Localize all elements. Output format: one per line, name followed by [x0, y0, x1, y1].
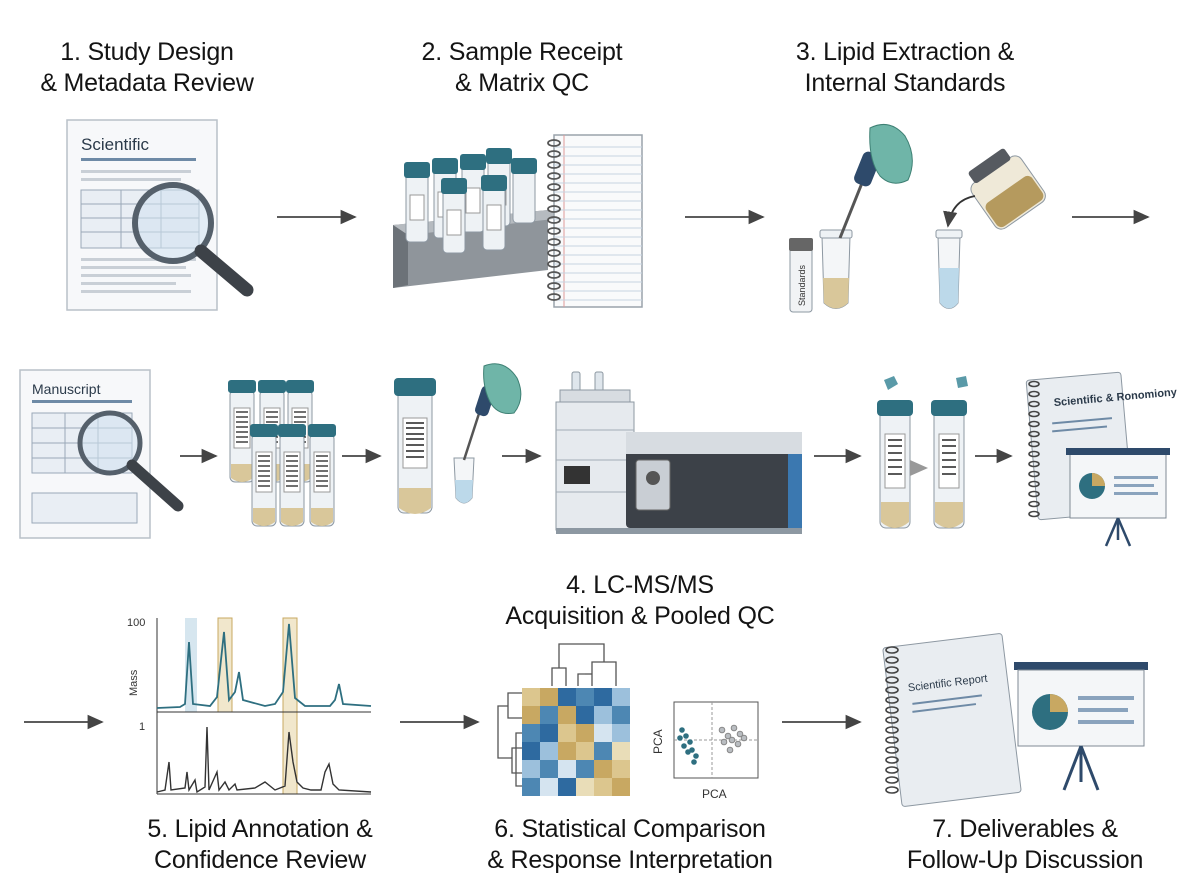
pca-y-label: PCA	[651, 729, 665, 754]
step-1-title: 1. Study Design & Metadata Review	[40, 38, 254, 97]
manuscript-title: Manuscript	[32, 381, 101, 397]
lipid-extraction-icon: Standards	[789, 123, 1046, 313]
doc-title: Scientific	[81, 135, 150, 154]
two-tubes-icon	[877, 376, 968, 529]
tube-rack-icon	[393, 148, 563, 288]
pca-x-label: PCA	[702, 787, 727, 801]
arrow-r2-2	[342, 448, 382, 464]
arrow-r2-4	[814, 448, 862, 464]
document-magnifier-icon: Scientific	[66, 119, 254, 311]
manuscript-magnifier-icon: Manuscript	[19, 369, 184, 539]
notebook-icon	[547, 134, 643, 308]
step-5-title: 5. Lipid Annotation & Confidence Review	[147, 815, 373, 874]
arrow-3-4	[1072, 209, 1150, 225]
arrow-r3-1	[400, 714, 480, 730]
standards-label: Standards	[797, 264, 807, 306]
arrow-r2-5	[975, 448, 1013, 464]
arrow-r2-3	[502, 448, 542, 464]
heatmap-dendrogram	[497, 643, 630, 796]
step-7-title: 7. Deliverables & Follow-Up Discussion	[906, 815, 1144, 874]
arrow-2-3	[685, 209, 765, 225]
lc-ms-instrument-icon	[555, 371, 802, 534]
step-3-title: 3. Lipid Extraction & Internal Standards	[795, 38, 1015, 97]
step-2-title: 2. Sample Receipt & Matrix QC	[421, 38, 623, 97]
pca-scatter-plot: PCA PCA	[651, 701, 759, 801]
final-report-icon: Scientific Report	[882, 633, 1022, 807]
presentation-board-icon	[1014, 662, 1148, 791]
arrow-r3-2	[782, 714, 862, 730]
mass-spectrum-chart: 100 1 Mass	[127, 617, 372, 795]
spectrum-axis-label: Mass	[128, 669, 140, 696]
barcoded-tubes-icon	[228, 380, 336, 527]
report-presentation-icon: Scientific & Ronomiony	[1025, 371, 1178, 547]
spectrum-y-top: 100	[127, 617, 145, 629]
spectrum-y-mid: 1	[139, 721, 145, 733]
arrow-r3-in	[24, 714, 104, 730]
tube-pipette-icon	[394, 363, 522, 514]
step-6-title: 6. Statistical Comparison & Response Int…	[487, 815, 773, 874]
step-4-title: 4. LC-MS/MS Acquisition & Pooled QC	[505, 571, 775, 630]
arrow-r2-1	[180, 448, 218, 464]
arrow-1-2	[277, 209, 357, 225]
